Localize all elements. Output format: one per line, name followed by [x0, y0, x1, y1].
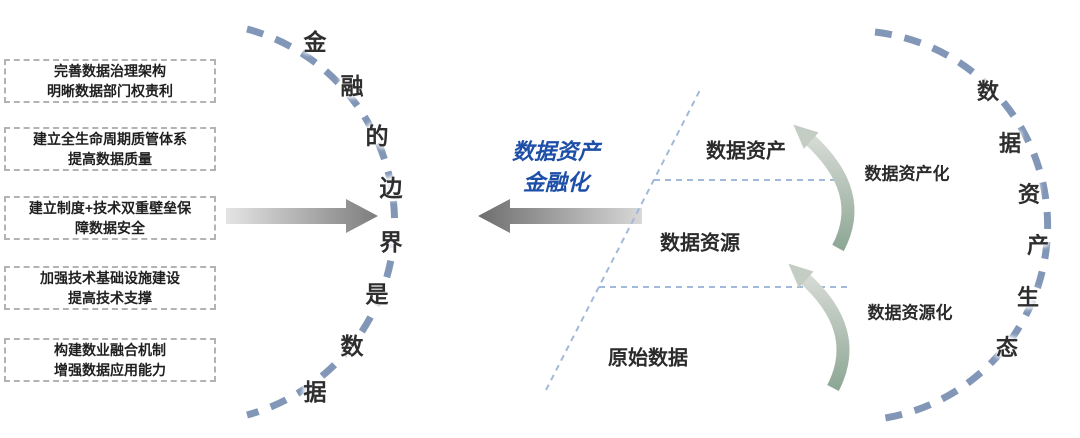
financialization-label-line1: 数据资产: [511, 139, 601, 165]
ecosystem-arc-char: 据: [998, 131, 1022, 156]
finance-boundary-arc-char: 的: [365, 123, 389, 149]
finance-boundary-arc-char: 据: [303, 379, 327, 405]
ecosystem-arc: [874, 28, 1052, 422]
pyramid-level-data-asset: 数据资产: [706, 140, 786, 163]
finance-boundary-arc-char: 是: [365, 281, 389, 307]
resourcification-label: 数据资源化: [867, 303, 953, 323]
resourcification-swoosh-arrowhead: [788, 263, 814, 288]
measure-box-line: 增强数据应用能力: [54, 362, 166, 378]
measure-box: 建立制度+技术双重壁垒保 障数据安全: [4, 196, 216, 240]
finance-boundary-arc-char: 金: [303, 29, 327, 55]
ecosystem-arc-char: 数: [976, 79, 1000, 104]
pyramid-level-raw-data: 原始数据: [608, 347, 688, 370]
measures-to-boundary-arrow: [226, 199, 378, 233]
resourcification-swoosh-arrow: [798, 272, 850, 391]
assetization-label: 数据资产化: [864, 164, 950, 184]
financialization-arrow: [478, 199, 642, 233]
measure-box-line: 提高数据质量: [68, 151, 152, 167]
ecosystem-arc-char: 产: [1026, 233, 1050, 258]
finance-boundary-arc-char: 边: [379, 175, 403, 201]
measure-box-line: 建立全生命周期质管体系: [33, 130, 187, 147]
measure-box-line: 建立制度+技术双重壁垒保: [28, 199, 192, 216]
measure-box-line: 提高技术支撑: [68, 290, 152, 306]
pyramid-left-edge: [545, 89, 701, 391]
measure-box: 加强技术基础设施建设 提高技术支撑: [4, 266, 216, 310]
measure-box: 构建数业融合机制 增强数据应用能力: [4, 338, 216, 382]
measure-box-line: 障数据安全: [75, 220, 145, 236]
measure-box-line: 完善数据治理架构: [54, 62, 166, 79]
measure-box: 完善数据治理架构 明晰数据部门权责利: [4, 59, 216, 103]
assetization-swoosh-arrow: [803, 133, 855, 252]
finance-boundary-arc-char: 融: [340, 73, 364, 99]
financialization-label-line2: 金融化: [522, 170, 590, 195]
finance-boundary-arc-char: 界: [379, 229, 403, 255]
financialization-label: 数据资产 金融化: [512, 137, 600, 199]
measure-box-line: 加强技术基础设施建设: [40, 269, 180, 286]
pyramid-level-data-resource: 数据资源: [660, 232, 740, 255]
measure-box-line: 明晰数据部门权责利: [47, 83, 173, 99]
finance-boundary-arc-char: 数: [340, 333, 364, 359]
measure-box-line: 构建数业融合机制: [54, 341, 166, 358]
ecosystem-arc-char: 态: [995, 335, 1019, 360]
ecosystem-arc-char: 生: [1016, 285, 1040, 310]
ecosystem-arc-char: 资: [1017, 182, 1041, 207]
assetization-swoosh-arrowhead: [793, 124, 819, 149]
measure-box: 建立全生命周期质管体系 提高数据质量: [4, 127, 216, 171]
